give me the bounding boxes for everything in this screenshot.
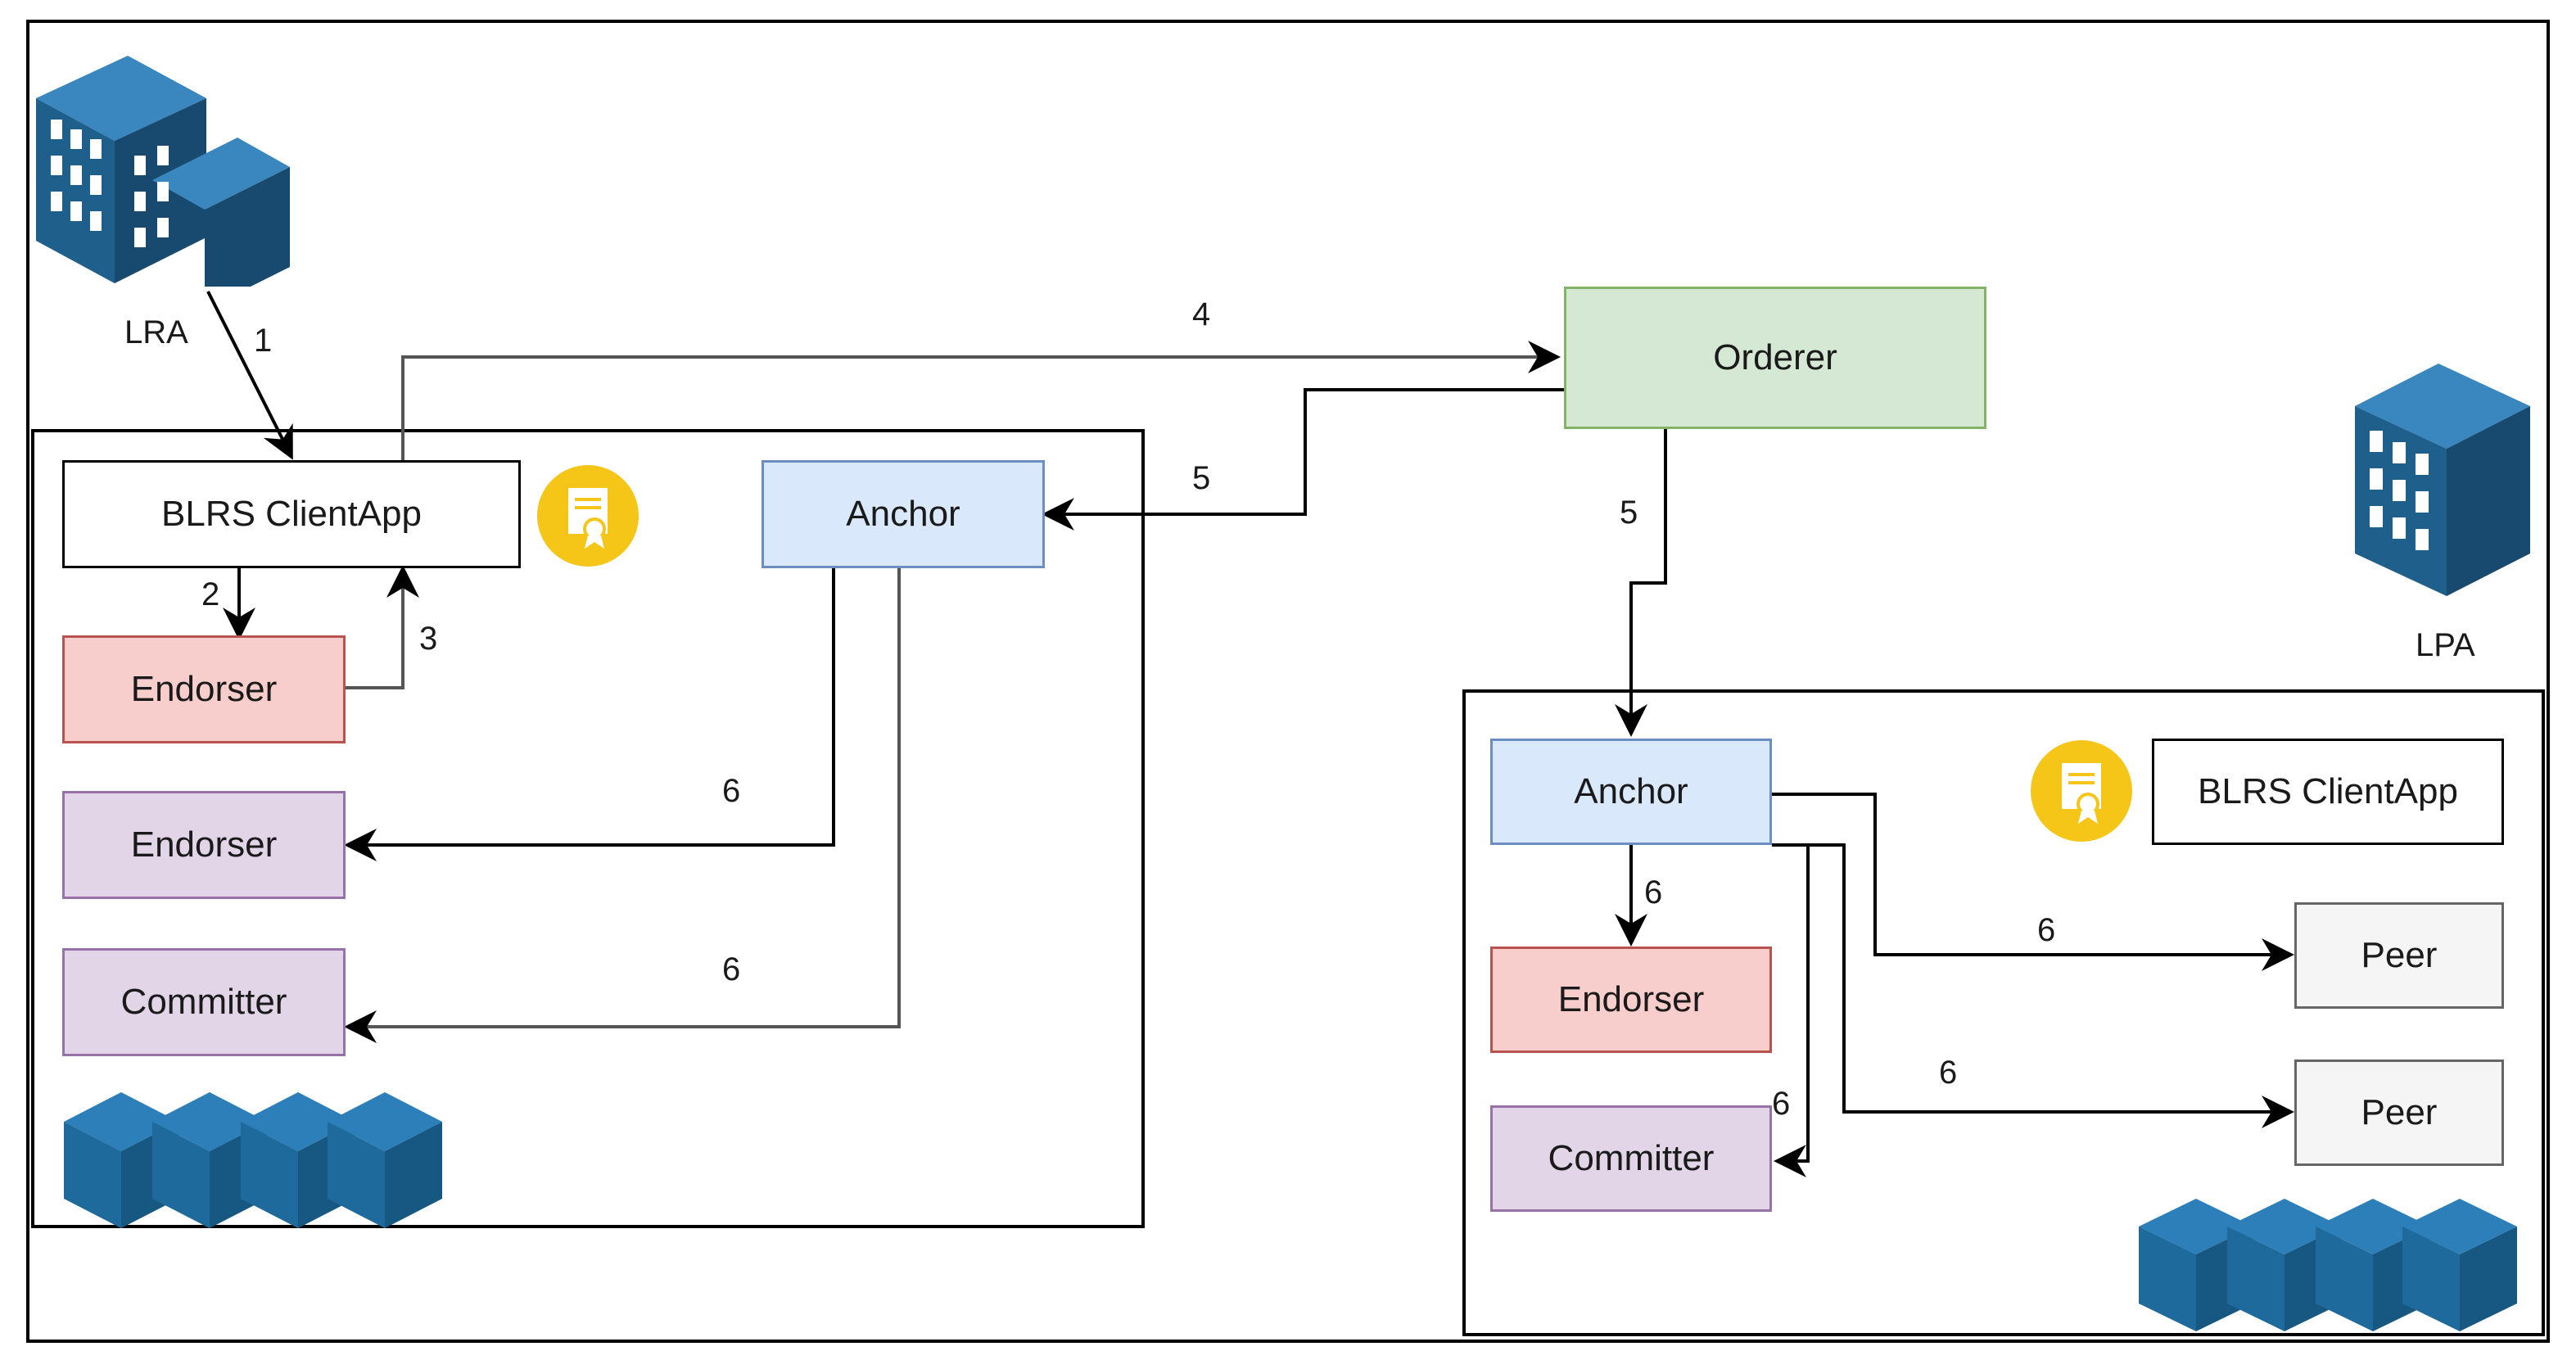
arrow-6-left-committer xyxy=(344,567,901,1043)
building-icon xyxy=(2348,357,2545,603)
certificate-icon xyxy=(2029,739,2134,843)
step-4-label: 4 xyxy=(1192,296,1211,332)
step-5-down-label: 5 xyxy=(1620,495,1638,531)
arrow-5-down xyxy=(1615,429,1667,737)
arrow-6-peer-2 xyxy=(1772,843,2294,1128)
lpa-peer-1: Peer xyxy=(2294,902,2504,1009)
arrow-3 xyxy=(344,565,419,689)
step-1-label: 1 xyxy=(254,323,273,359)
step-5-left-label: 5 xyxy=(1192,460,1211,496)
lra-client-app: BLRS ClientApp xyxy=(62,460,521,568)
building-icon xyxy=(29,41,295,309)
step-6-right-endorser-label: 6 xyxy=(1644,874,1663,910)
step-6-left-endorser-label: 6 xyxy=(722,773,741,809)
step-3-label: 3 xyxy=(419,621,438,657)
lpa-endorser: Endorser xyxy=(1490,947,1772,1053)
lpa-client-app: BLRS ClientApp xyxy=(2152,739,2504,845)
lra-endorser-1: Endorser xyxy=(62,635,346,743)
lra-anchor: Anchor xyxy=(762,460,1045,568)
step-6-right-committer-label: 6 xyxy=(1772,1086,1791,1122)
lpa-anchor: Anchor xyxy=(1490,739,1772,845)
arrow-6-peer-1 xyxy=(1772,793,2294,971)
lra-network-container xyxy=(31,429,1145,1228)
step-6-left-committer-label: 6 xyxy=(722,951,741,987)
step-2-label: 2 xyxy=(201,576,220,612)
arrow-1 xyxy=(206,291,293,460)
blockchain-blocks-icon xyxy=(61,1084,445,1231)
outer-frame xyxy=(26,20,2550,1343)
lpa-label: LPA xyxy=(2416,627,2475,663)
lra-endorser-2: Endorser xyxy=(62,791,346,899)
step-6-peer-1-label: 6 xyxy=(2037,912,2056,948)
lra-committer: Committer xyxy=(62,948,346,1056)
arrow-5-left xyxy=(1042,388,1564,531)
lpa-committer: Committer xyxy=(1490,1105,1772,1212)
lra-label: LRA xyxy=(124,314,188,350)
blockchain-blocks-icon xyxy=(2135,1192,2520,1333)
lpa-network-container xyxy=(1462,689,2545,1336)
lpa-peer-2: Peer xyxy=(2294,1060,2504,1166)
arrow-6-left-endorser xyxy=(344,567,835,861)
arrow-4 xyxy=(401,341,1561,460)
step-6-peer-2-label: 6 xyxy=(1939,1055,1958,1091)
orderer-node: Orderer xyxy=(1564,287,1986,429)
certificate-icon xyxy=(536,463,640,568)
arrow-6-right-committer xyxy=(1774,845,1810,1177)
